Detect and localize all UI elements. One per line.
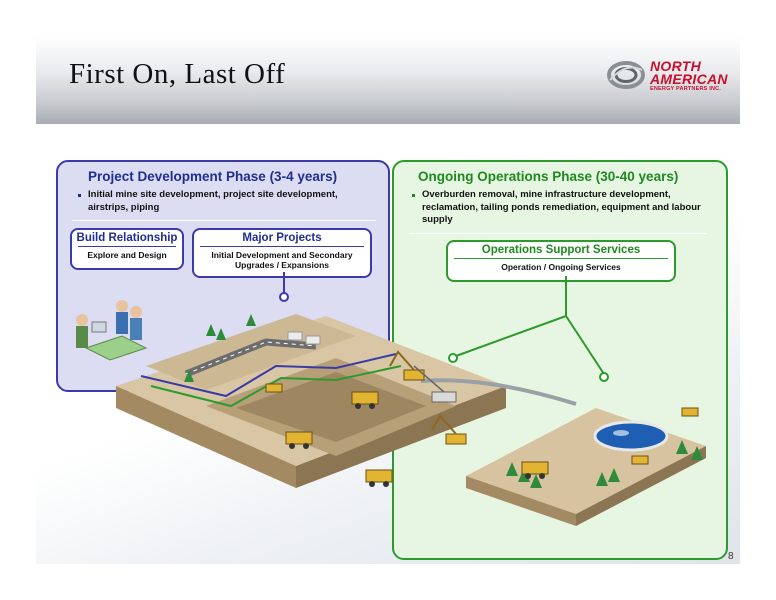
mine-site-illustration <box>76 272 706 526</box>
build-relationship-title: Build Relationship <box>76 232 178 244</box>
connector-line <box>455 315 567 357</box>
excavator-icon <box>431 414 467 445</box>
reclamation-side-right <box>576 446 706 526</box>
haul-road <box>184 338 317 378</box>
dozer-icon <box>631 455 649 465</box>
logo-name-line2: AMERICAN <box>650 71 728 87</box>
major-projects-title: Major Projects <box>242 232 322 244</box>
haul-truck-icon <box>521 461 549 479</box>
dozer-icon <box>681 407 699 417</box>
terrain-side-left <box>116 386 296 488</box>
haul-truck-icon <box>285 431 313 449</box>
tree-group <box>184 314 703 488</box>
operations-phase-title: Ongoing Operations Phase (30-40 years) <box>418 169 679 184</box>
operations-phase-bullet: Overburden removal, mine infrastructure … <box>412 189 712 227</box>
connector-pin-icon <box>448 353 458 363</box>
operations-support-services-box: Operations Support Services Operation / … <box>446 240 676 282</box>
development-phase-title: Project Development Phase (3-4 years) <box>88 169 338 184</box>
operations-phase-bullet-text: Overburden removal, mine infrastructure … <box>422 189 701 225</box>
connector-pin-icon <box>599 372 609 382</box>
bullet-square-icon <box>78 194 81 197</box>
pipeline <box>420 378 577 406</box>
page-title: First On, Last Off <box>69 58 286 90</box>
major-projects-subtitle: Initial Development and Secondary Upgrad… <box>211 250 353 270</box>
operations-box-subtitle: Operation / Ongoing Services <box>501 262 621 272</box>
terrain-side-right <box>296 386 506 488</box>
development-phase-bullet: Initial mine site development, project s… <box>78 189 338 214</box>
company-logo: NORTH AMERICAN ENERGY PARTNERS INC. <box>606 56 736 96</box>
operations-box-title: Operations Support Services <box>481 244 641 256</box>
open-pit-bench <box>236 372 426 442</box>
bullet-square-icon <box>412 194 415 197</box>
slide: First On, Last Off NORTH AMERICAN ENERGY… <box>36 36 740 564</box>
build-relationship-subtitle: Explore and Design <box>87 250 167 260</box>
logo-tagline: ENERGY PARTNERS INC. <box>650 86 722 92</box>
major-projects-rule <box>200 246 364 247</box>
build-relationship-rule <box>78 246 176 247</box>
operations-divider <box>410 233 706 234</box>
dragline-icon <box>413 365 457 403</box>
major-projects-box: Major Projects Initial Development and S… <box>192 228 372 278</box>
pond-highlight <box>613 430 629 436</box>
header-bar: First On, Last Off NORTH AMERICAN ENERGY… <box>36 36 740 124</box>
development-divider <box>72 220 376 221</box>
haul-truck-icon <box>351 391 379 409</box>
development-phase-bullet-text: Initial mine site development, project s… <box>88 189 338 213</box>
logo-name-line1: NORTH <box>650 58 702 74</box>
loader-icon <box>265 383 283 393</box>
build-relationship-box: Build Relationship Explore and Design <box>70 228 184 270</box>
connector-line <box>565 315 605 375</box>
tailings-pond-icon <box>593 420 669 452</box>
buildings-icon <box>287 331 321 345</box>
haul-truck-icon <box>365 469 393 487</box>
page-number: 8 <box>728 551 734 562</box>
swirl-logo-icon <box>607 61 645 89</box>
reclamation-side-left <box>466 476 576 526</box>
operations-box-rule <box>454 258 668 259</box>
connector-pin-icon <box>279 292 289 302</box>
people-at-table-icon <box>76 300 148 361</box>
operations-boundary <box>150 365 402 408</box>
development-boundary <box>140 353 397 398</box>
